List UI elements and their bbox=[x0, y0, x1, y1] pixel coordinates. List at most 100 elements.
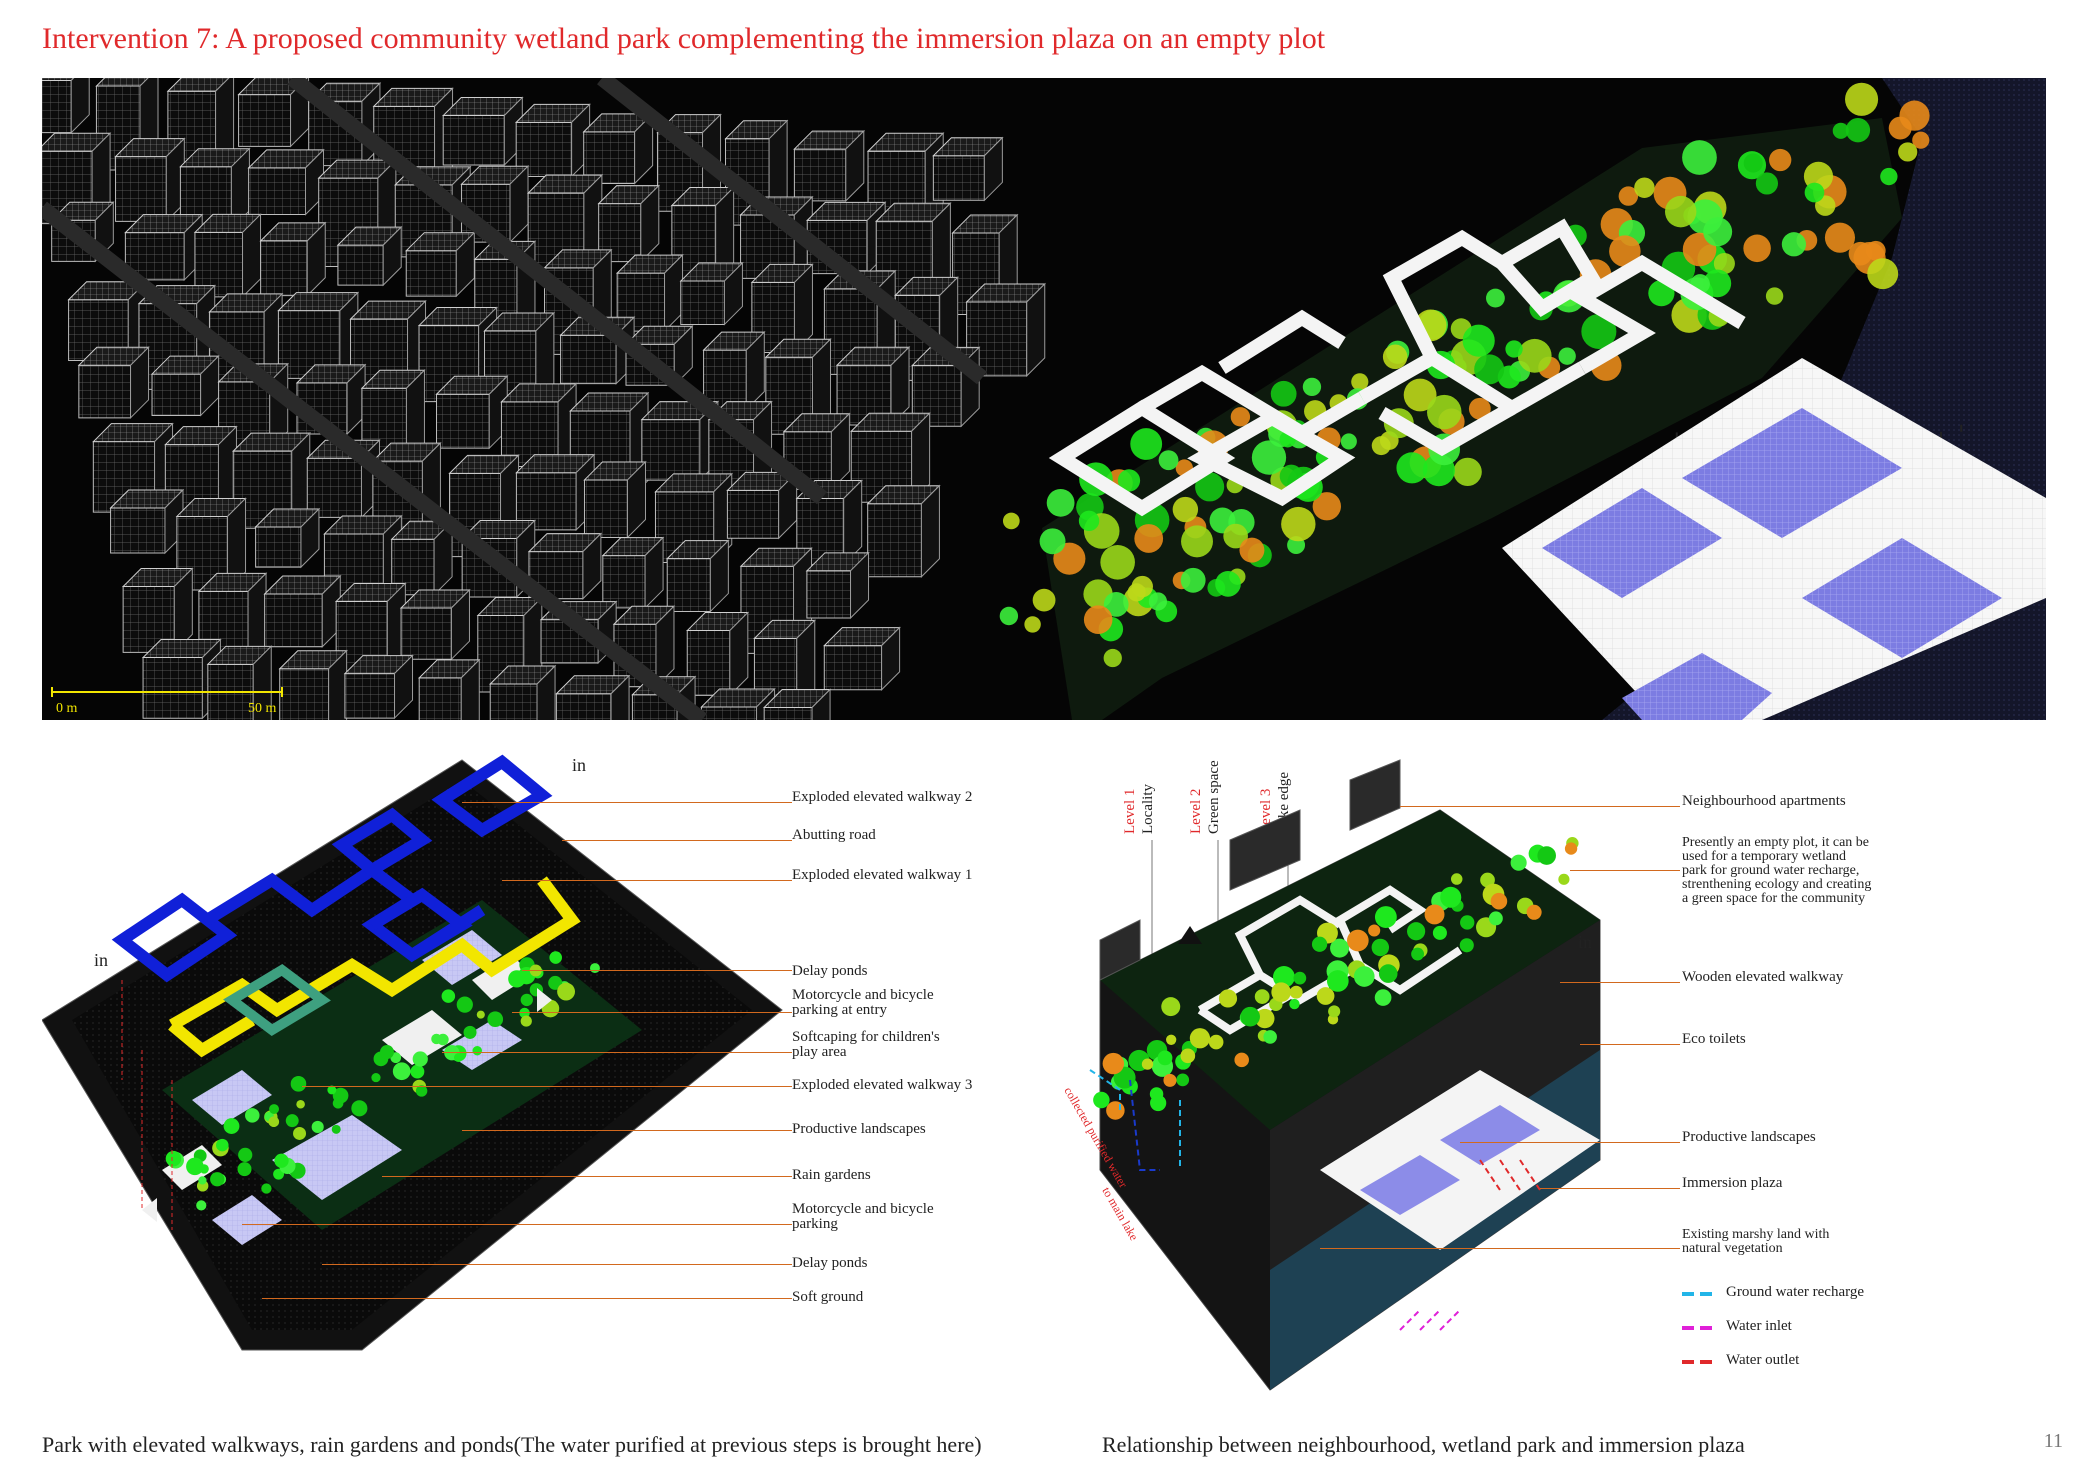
parking-entry bbox=[472, 955, 532, 1000]
building bbox=[965, 282, 1046, 378]
tree bbox=[268, 1116, 280, 1128]
callout-label: Exploded elevated walkway 1 bbox=[792, 867, 973, 883]
tree bbox=[1505, 340, 1523, 358]
tree bbox=[1424, 904, 1445, 925]
tree bbox=[1208, 1034, 1224, 1050]
tree bbox=[1755, 172, 1779, 195]
callout-leader bbox=[562, 840, 792, 841]
tree bbox=[1240, 1006, 1260, 1027]
tree bbox=[1093, 1091, 1110, 1109]
callout-label: Soft ground bbox=[792, 1289, 864, 1305]
callout-label: Neighbourhood apartments bbox=[1682, 793, 1846, 809]
callout-leader bbox=[1560, 982, 1680, 983]
relationship-diagram: Level 1 Locality Level 2 Green space Lev… bbox=[1060, 750, 2060, 1410]
tree bbox=[1127, 583, 1146, 602]
tree bbox=[508, 970, 526, 988]
tree bbox=[1453, 457, 1482, 487]
callout-leader bbox=[262, 1298, 792, 1299]
tree bbox=[1330, 938, 1350, 958]
level-1-name: Locality bbox=[1140, 784, 1156, 834]
tree bbox=[1263, 1030, 1277, 1044]
entry-arrow-icon bbox=[1178, 926, 1202, 944]
tree bbox=[589, 963, 600, 974]
building bbox=[278, 649, 348, 720]
building bbox=[405, 231, 476, 298]
aerial-axonometric-view: 0 m 50 m bbox=[42, 78, 2046, 720]
tree bbox=[1382, 344, 1408, 370]
person bbox=[1960, 424, 1963, 432]
tree bbox=[1223, 523, 1248, 549]
callout-label: Motorcycle and bicycle parking at entry bbox=[792, 987, 934, 1018]
tree bbox=[1804, 182, 1825, 203]
entry-arrow-icon bbox=[537, 988, 552, 1012]
tree bbox=[1558, 873, 1570, 885]
tree bbox=[1046, 488, 1075, 517]
tree bbox=[1682, 140, 1717, 175]
callout-label: Delay ponds bbox=[792, 1255, 868, 1271]
building bbox=[850, 412, 931, 504]
tree bbox=[1411, 947, 1424, 961]
tree bbox=[520, 993, 533, 1007]
tree bbox=[1166, 1034, 1177, 1045]
scale-end-label: 50 m bbox=[248, 701, 277, 716]
tree bbox=[351, 1100, 368, 1117]
building bbox=[442, 96, 524, 167]
page-title: Intervention 7: A proposed community wet… bbox=[42, 22, 1326, 55]
vertical-alignment-lines bbox=[121, 980, 173, 1230]
tree bbox=[1234, 1052, 1249, 1068]
water-outlet-arrows bbox=[1479, 1159, 1541, 1191]
building bbox=[762, 688, 832, 720]
callout-leader bbox=[1540, 1188, 1680, 1189]
tree bbox=[1703, 217, 1733, 247]
tree bbox=[1880, 167, 1898, 186]
building bbox=[527, 532, 603, 600]
tree bbox=[520, 1015, 532, 1027]
tree bbox=[245, 1108, 260, 1123]
callout-label: Exploded elevated walkway 2 bbox=[792, 789, 973, 805]
tree bbox=[1134, 524, 1164, 553]
building bbox=[150, 354, 220, 417]
building bbox=[582, 112, 654, 185]
plaza-pool bbox=[1542, 488, 1722, 598]
tree bbox=[1157, 1050, 1173, 1066]
tree bbox=[441, 989, 456, 1003]
walkway-2-segment bbox=[203, 862, 486, 963]
callout-leader bbox=[512, 1012, 792, 1013]
tree bbox=[1106, 1101, 1125, 1120]
building bbox=[193, 213, 262, 299]
tree bbox=[1150, 1094, 1167, 1112]
building bbox=[823, 626, 901, 691]
tree bbox=[1218, 989, 1238, 1008]
tree bbox=[1161, 997, 1181, 1017]
callout-label: Motorcycle and bicycle parking bbox=[792, 1201, 934, 1232]
legend-label-recharge: Ground water recharge bbox=[1726, 1284, 1864, 1300]
apartment-block bbox=[1099, 919, 1141, 981]
to-lake-arrow bbox=[1129, 1079, 1160, 1171]
tree bbox=[410, 1064, 425, 1079]
building bbox=[42, 78, 90, 134]
tree bbox=[1176, 1073, 1190, 1087]
tree bbox=[1459, 938, 1474, 953]
entry-label: in bbox=[1578, 932, 1593, 952]
callout-label: Eco toilets bbox=[1682, 1031, 1746, 1047]
legend-swatch-recharge bbox=[1682, 1292, 1716, 1296]
building bbox=[77, 346, 150, 420]
building bbox=[114, 137, 186, 223]
tree bbox=[1832, 122, 1849, 139]
tree bbox=[1396, 452, 1428, 484]
building bbox=[124, 213, 204, 282]
tree bbox=[1618, 186, 1639, 206]
tree bbox=[1703, 269, 1732, 298]
tree bbox=[437, 1033, 449, 1046]
tree bbox=[1281, 506, 1316, 542]
tree bbox=[210, 1172, 225, 1187]
callout-leader bbox=[302, 1086, 792, 1087]
building bbox=[583, 460, 647, 539]
tree bbox=[273, 1168, 285, 1180]
neighbourhood-buildings bbox=[42, 78, 1046, 720]
building bbox=[726, 471, 798, 540]
level-1-label: Level 1 bbox=[1122, 789, 1138, 834]
tree bbox=[1407, 922, 1426, 941]
tree bbox=[1432, 925, 1447, 940]
legend-label-inlet: Water inlet bbox=[1726, 1318, 1792, 1334]
